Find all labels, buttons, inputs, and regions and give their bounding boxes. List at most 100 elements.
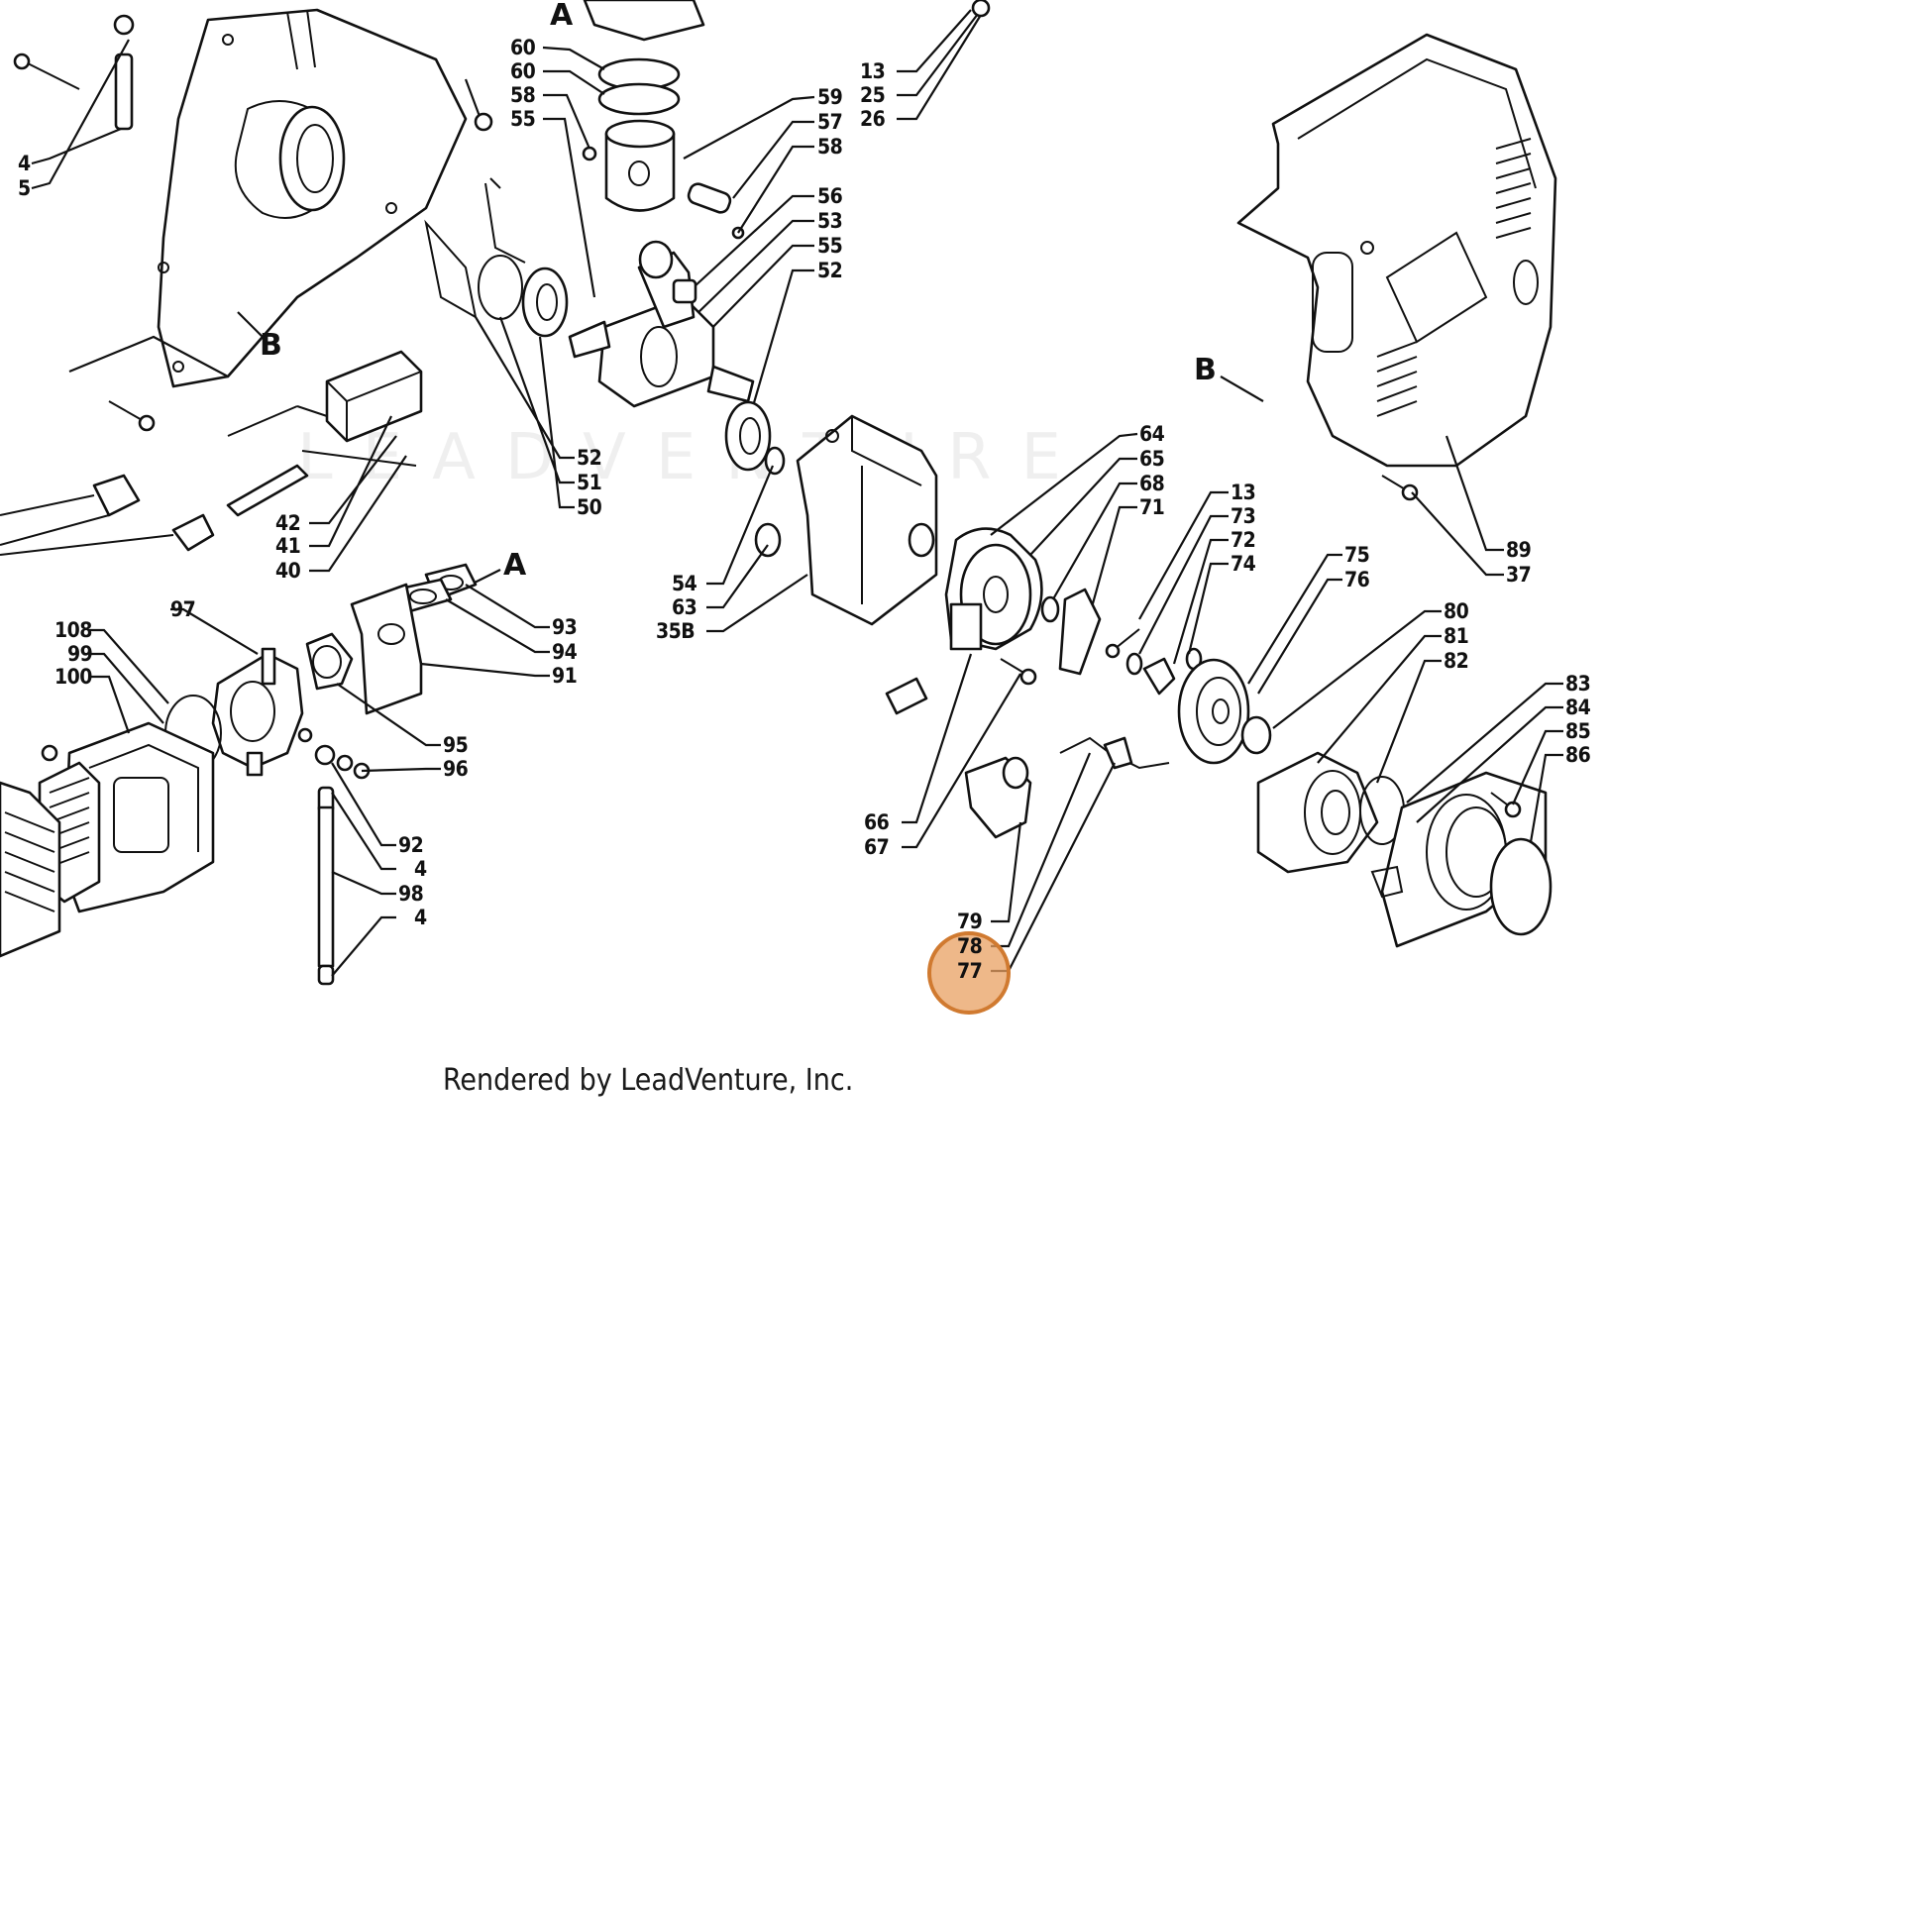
callout-86: 86 xyxy=(1565,743,1591,767)
piston[interactable] xyxy=(604,119,676,212)
callout-13-b: 13 xyxy=(1231,481,1255,504)
flywheel[interactable] xyxy=(944,527,1043,651)
callout-25: 25 xyxy=(860,83,885,107)
starter-cover-screw[interactable] xyxy=(1490,792,1522,818)
starter-spring-case[interactable] xyxy=(1256,751,1379,874)
callout-75: 75 xyxy=(1344,543,1369,567)
callout-58-b: 58 xyxy=(817,135,842,159)
spark-plug-cap[interactable] xyxy=(0,474,141,546)
carb-adapter[interactable] xyxy=(305,632,354,691)
section-marker-a-top: A xyxy=(550,0,574,33)
stop-switch-rod[interactable] xyxy=(226,450,417,517)
ignition-coil[interactable] xyxy=(227,350,423,443)
spring-boot[interactable] xyxy=(0,513,215,556)
starter-pulley[interactable] xyxy=(1177,658,1250,765)
starter-spacer[interactable] xyxy=(1240,715,1272,755)
crankcase-right-half[interactable] xyxy=(796,414,938,626)
callout-80: 80 xyxy=(1444,599,1469,623)
flywheel-screw[interactable] xyxy=(1000,658,1037,686)
callout-78[interactable]: 78 xyxy=(957,934,983,958)
callout-40: 40 xyxy=(275,559,301,583)
callout-108: 108 xyxy=(54,618,92,642)
highlight-marker[interactable] xyxy=(927,931,1011,1015)
callout-66: 66 xyxy=(864,810,890,834)
callout-26: 26 xyxy=(860,107,886,131)
insulator-plate-91[interactable] xyxy=(350,583,423,715)
callout-81: 81 xyxy=(1444,624,1468,648)
callout-41: 41 xyxy=(275,534,300,558)
callout-99: 99 xyxy=(67,642,92,666)
callout-4-c: 4 xyxy=(414,906,427,929)
callout-52-b: 52 xyxy=(577,446,601,470)
circlip-55[interactable] xyxy=(582,146,597,161)
callout-91: 91 xyxy=(552,664,577,688)
callout-4: 4 xyxy=(18,152,31,175)
filter-screw[interactable] xyxy=(41,744,58,762)
callout-79: 79 xyxy=(957,910,982,933)
fan-shroud[interactable] xyxy=(1236,33,1557,468)
callout-96: 96 xyxy=(443,757,469,781)
starter-rope[interactable] xyxy=(1059,736,1170,770)
flywheel-key[interactable] xyxy=(885,677,928,715)
ignition-module-71[interactable] xyxy=(1040,588,1102,676)
callout-54: 54 xyxy=(672,572,697,595)
piston-pin[interactable] xyxy=(687,181,732,214)
callout-4-b: 4 xyxy=(414,857,427,881)
piston-rings[interactable] xyxy=(597,57,681,116)
crankcase-gasket[interactable] xyxy=(424,177,526,320)
callout-63: 63 xyxy=(672,595,696,619)
callout-82: 82 xyxy=(1444,649,1468,673)
starter-cover-plate[interactable] xyxy=(1489,837,1553,936)
callout-56: 56 xyxy=(817,184,843,208)
callout-13-a: 13 xyxy=(860,59,885,83)
carburetor[interactable] xyxy=(211,647,304,777)
callout-55-a: 55 xyxy=(510,107,535,131)
main-bearing-left[interactable] xyxy=(521,267,569,338)
callout-68: 68 xyxy=(1139,472,1164,495)
crankshaft-assembly[interactable] xyxy=(568,240,755,408)
crankcase-left-half[interactable] xyxy=(157,8,468,388)
callout-50: 50 xyxy=(577,495,602,519)
callout-94: 94 xyxy=(552,640,578,664)
section-marker-b-right: B xyxy=(1194,353,1217,387)
air-filter-housing[interactable] xyxy=(62,721,215,913)
pawl-bolt[interactable] xyxy=(1105,628,1140,659)
washer-stack-96[interactable] xyxy=(314,744,371,780)
starter-handle[interactable] xyxy=(964,756,1032,839)
callout-71: 71 xyxy=(1139,495,1164,519)
bolt-top[interactable] xyxy=(474,112,493,132)
shroud-bolt[interactable] xyxy=(1381,475,1419,501)
callout-93: 93 xyxy=(552,615,577,639)
flywheel-washer[interactable] xyxy=(908,522,935,558)
air-filter-cover[interactable] xyxy=(0,781,61,958)
bolt-5[interactable] xyxy=(13,53,80,90)
callout-53: 53 xyxy=(817,209,842,233)
cylinder-base[interactable] xyxy=(583,0,705,42)
callout-77[interactable]: 77 xyxy=(957,959,983,983)
callout-98: 98 xyxy=(398,882,423,906)
callout-59: 59 xyxy=(817,85,842,109)
callout-95: 95 xyxy=(443,733,468,757)
callout-55-b: 55 xyxy=(817,234,842,258)
oil-seal-63[interactable] xyxy=(754,522,782,558)
nut-26[interactable] xyxy=(971,0,991,18)
seal-54[interactable] xyxy=(764,446,786,476)
callout-65: 65 xyxy=(1139,447,1164,471)
main-bearing-right[interactable] xyxy=(724,400,772,472)
screw-left[interactable] xyxy=(108,400,156,432)
callout-89: 89 xyxy=(1506,538,1531,562)
callout-73: 73 xyxy=(1231,504,1255,528)
throttle-rod-98[interactable] xyxy=(317,786,335,986)
callout-35b: 35B xyxy=(656,619,695,643)
callout-72: 72 xyxy=(1231,528,1255,552)
starter-pawl[interactable] xyxy=(1125,647,1203,696)
nut-95[interactable] xyxy=(297,727,313,743)
callout-60-a: 60 xyxy=(510,36,536,59)
callout-83: 83 xyxy=(1565,672,1590,696)
section-marker-b-left: B xyxy=(260,328,282,363)
watermark: LEADVENTURE xyxy=(297,421,1091,494)
needle-bearing[interactable] xyxy=(672,278,697,304)
dowel-pin-4[interactable] xyxy=(113,14,135,131)
